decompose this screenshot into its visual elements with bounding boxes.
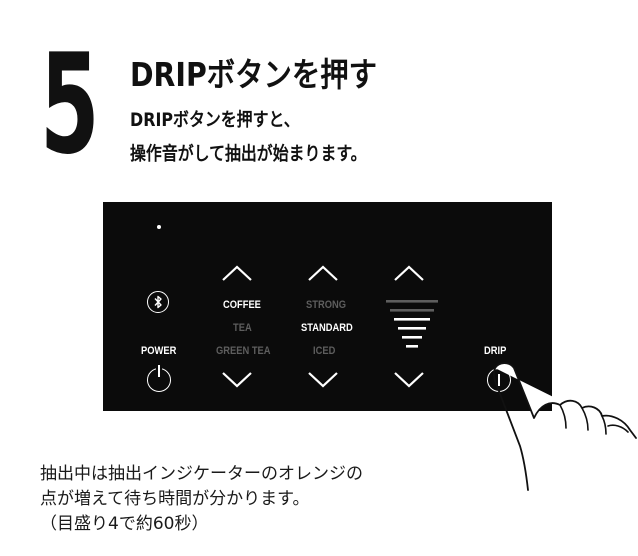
step-description: DRIPボタンを押すと、 操作音がして抽出が始まります。: [130, 104, 405, 172]
indicator-segment: [386, 300, 438, 303]
strength-up-chevron-icon[interactable]: [307, 264, 339, 282]
step-description-line2: 操作音がして抽出が始まります。: [130, 144, 367, 165]
indicator-segment: [402, 336, 422, 339]
mode-option-tea: TEA: [233, 322, 252, 334]
strength-option-strong: STRONG: [306, 299, 347, 311]
strength-option-standard: STANDARD: [301, 322, 353, 334]
drip-progress-indicator: [386, 300, 438, 348]
mode-option-coffee: COFFEE: [223, 299, 261, 311]
drip-label: DRIP: [484, 345, 507, 357]
note-line2: 点が増えて待ち時間が分かります。: [40, 489, 310, 509]
mode-option-green-tea: GREEN TEA: [216, 345, 271, 357]
indicator-segment: [390, 309, 434, 312]
step-description-line1: DRIPボタンを押すと、: [130, 110, 300, 131]
note-line3: （目盛り4で約60秒）: [40, 514, 209, 534]
hand-pointer-icon: [493, 362, 637, 491]
control-panel: COFFEE TEA GREEN TEA STRONG STANDARD ICE…: [103, 202, 552, 411]
mode-down-chevron-icon[interactable]: [221, 371, 253, 389]
power-label: POWER: [141, 345, 177, 357]
indicator-up-chevron-icon[interactable]: [393, 264, 425, 282]
step-number: 5: [40, 24, 100, 185]
bluetooth-icon: [154, 295, 162, 309]
mode-up-chevron-icon[interactable]: [221, 264, 253, 282]
step-title: DRIPボタンを押す: [130, 55, 378, 94]
indicator-segment: [394, 318, 430, 321]
power-button[interactable]: [147, 365, 171, 392]
note-text: 抽出中は抽出インジケーターのオレンジの 点が増えて待ち時間が分かります。 （目盛…: [40, 462, 363, 537]
indicator-down-chevron-icon[interactable]: [393, 371, 425, 389]
indicator-segment: [406, 345, 418, 348]
strength-option-iced: ICED: [313, 345, 336, 357]
strength-down-chevron-icon[interactable]: [307, 371, 339, 389]
bluetooth-button[interactable]: [147, 291, 169, 313]
note-line1: 抽出中は抽出インジケーターのオレンジの: [40, 464, 363, 484]
status-led: [157, 225, 161, 229]
indicator-segment: [398, 327, 426, 330]
